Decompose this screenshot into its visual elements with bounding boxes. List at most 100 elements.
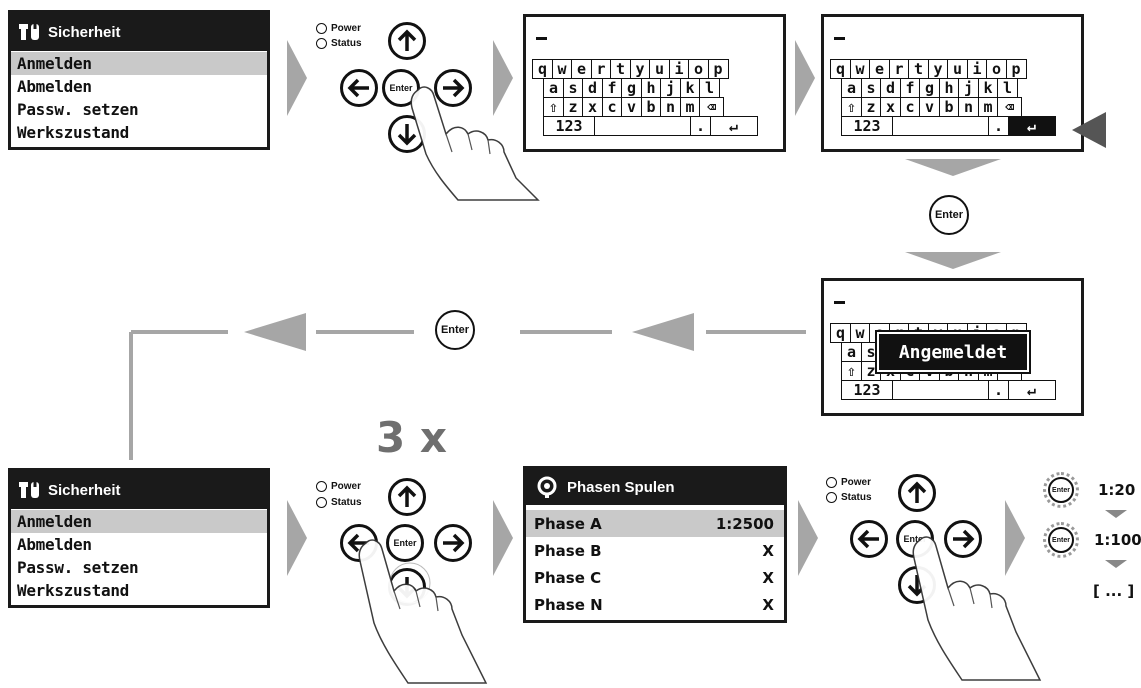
key[interactable]: u	[649, 59, 670, 79]
menu-item-factory-reset[interactable]: Werkszustand	[17, 123, 129, 142]
num-key[interactable]: 123	[841, 116, 893, 136]
key[interactable]: h	[640, 78, 662, 98]
key[interactable]: x	[880, 97, 901, 117]
key[interactable]: t	[610, 59, 631, 79]
key[interactable]: o	[986, 59, 1007, 79]
phase-name: Phase C	[534, 568, 602, 587]
key[interactable]: z	[562, 97, 584, 117]
key[interactable]: v	[919, 97, 940, 117]
key[interactable]: s	[860, 78, 882, 98]
return-key[interactable]: ↵	[1007, 380, 1056, 400]
num-key[interactable]: 123	[841, 380, 893, 400]
dot-key[interactable]: .	[988, 380, 1009, 400]
key[interactable]: w	[551, 59, 573, 79]
key[interactable]: q	[830, 59, 851, 79]
right-button[interactable]	[434, 524, 472, 562]
text-cursor	[834, 301, 845, 304]
shift-key[interactable]: ⇧	[841, 97, 862, 117]
key[interactable]: g	[919, 78, 940, 98]
menu-item-password[interactable]: Passw. setzen	[17, 558, 139, 577]
return-key-highlighted[interactable]: ↵	[1007, 116, 1056, 136]
space-key[interactable]	[891, 380, 990, 400]
return-key[interactable]: ↵	[709, 116, 758, 136]
key[interactable]: w	[849, 323, 871, 343]
num-key[interactable]: 123	[543, 116, 595, 136]
arrow-up-icon	[397, 29, 417, 51]
backspace-key[interactable]: ⌫	[997, 97, 1022, 117]
key[interactable]: d	[880, 78, 901, 98]
menu-item-abmelden[interactable]: Abmelden	[17, 77, 92, 96]
key[interactable]: j	[660, 78, 681, 98]
key[interactable]: r	[590, 59, 612, 79]
up-button[interactable]	[388, 478, 426, 516]
key[interactable]: u	[947, 59, 968, 79]
key[interactable]: p	[1005, 59, 1027, 79]
key[interactable]: p	[707, 59, 729, 79]
key[interactable]: c	[601, 97, 623, 117]
key[interactable]: w	[849, 59, 871, 79]
menu-item-factory-reset[interactable]: Werkszustand	[17, 581, 129, 600]
key[interactable]: a	[543, 78, 564, 98]
key[interactable]: s	[562, 78, 584, 98]
menu-item-abmelden[interactable]: Abmelden	[17, 535, 92, 554]
key[interactable]: g	[621, 78, 642, 98]
key[interactable]: r	[888, 59, 910, 79]
keyboard-row-1: q w e r t y u i o p	[830, 59, 1027, 79]
key[interactable]: q	[532, 59, 553, 79]
key[interactable]: l	[699, 78, 720, 98]
enter-button[interactable]: Enter	[386, 524, 424, 562]
right-button[interactable]	[434, 69, 472, 107]
space-key[interactable]	[593, 116, 692, 136]
up-button[interactable]	[388, 22, 426, 60]
shift-key[interactable]: ⇧	[543, 97, 564, 117]
shift-key[interactable]: ⇧	[841, 361, 862, 381]
key[interactable]: t	[908, 59, 929, 79]
key[interactable]: q	[830, 323, 851, 343]
left-button[interactable]	[850, 520, 888, 558]
keyboard-row-2: a s d f g h j k l	[841, 78, 1018, 98]
key[interactable]: e	[571, 59, 592, 79]
dot-key[interactable]: .	[988, 116, 1009, 136]
key[interactable]: o	[688, 59, 709, 79]
key[interactable]: f	[899, 78, 921, 98]
key[interactable]: y	[629, 59, 651, 79]
menu-item-anmelden[interactable]: Anmelden	[11, 510, 267, 533]
key[interactable]: f	[601, 78, 623, 98]
menu-item-password[interactable]: Passw. setzen	[17, 100, 139, 119]
menu-item-anmelden[interactable]: Anmelden	[11, 52, 267, 75]
key[interactable]: d	[582, 78, 603, 98]
key[interactable]: x	[582, 97, 603, 117]
space-key[interactable]	[891, 116, 990, 136]
up-button[interactable]	[898, 474, 936, 512]
right-button[interactable]	[944, 520, 982, 558]
key[interactable]: k	[679, 78, 701, 98]
key[interactable]: i	[966, 59, 988, 79]
key[interactable]: a	[841, 342, 862, 362]
key[interactable]: e	[869, 59, 890, 79]
key[interactable]: z	[860, 97, 882, 117]
key[interactable]: l	[997, 78, 1018, 98]
key[interactable]: h	[938, 78, 960, 98]
key[interactable]: j	[958, 78, 979, 98]
key[interactable]: k	[977, 78, 999, 98]
key[interactable]: y	[927, 59, 949, 79]
key[interactable]: b	[640, 97, 662, 117]
key[interactable]: m	[679, 97, 701, 117]
key[interactable]: c	[899, 97, 921, 117]
enter-button[interactable]: Enter	[382, 69, 420, 107]
key[interactable]: b	[938, 97, 960, 117]
dot-key[interactable]: .	[690, 116, 711, 136]
key[interactable]: n	[660, 97, 681, 117]
backspace-key[interactable]: ⌫	[699, 97, 724, 117]
key[interactable]: m	[977, 97, 999, 117]
key[interactable]: v	[621, 97, 642, 117]
left-button[interactable]	[340, 69, 378, 107]
flow-chevron-left-2	[244, 313, 306, 351]
key[interactable]: a	[841, 78, 862, 98]
key[interactable]: n	[958, 97, 979, 117]
key[interactable]: i	[668, 59, 690, 79]
